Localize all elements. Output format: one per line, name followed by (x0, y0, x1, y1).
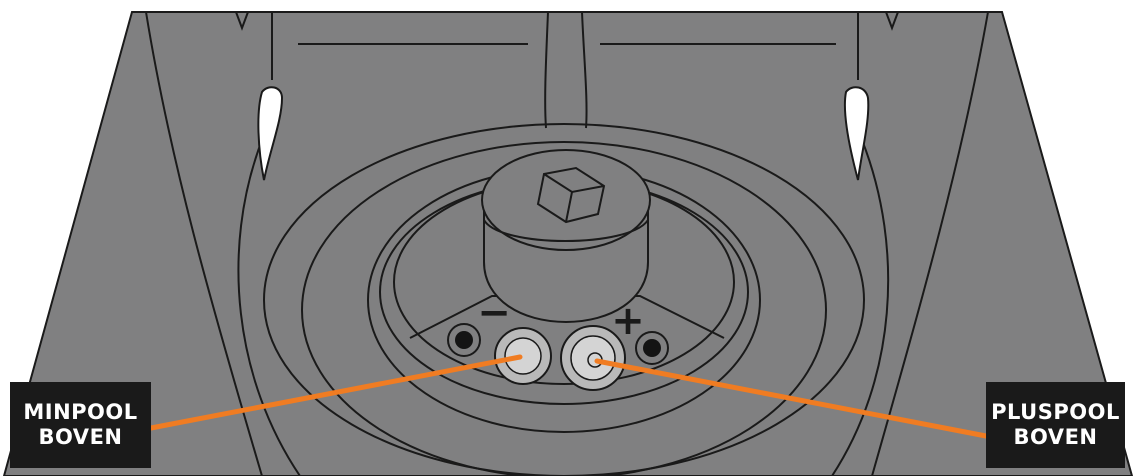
socket-right (635, 331, 669, 365)
top-notch-right (885, 11, 899, 31)
shell-contour-right-2 (831, 139, 890, 476)
socket-left (447, 323, 481, 357)
leader-line-plus (594, 358, 989, 439)
callout-min-line2: BOVEN (38, 425, 123, 449)
ring-outer (263, 123, 865, 476)
minus-terminal (494, 327, 552, 385)
callout-plus-line1: PLUSPOOL (991, 400, 1120, 424)
top-notch-left (235, 11, 249, 31)
callout-min-line1: MINPOOL (23, 400, 138, 424)
callout-minpool-boven: MINPOOL BOVEN (10, 382, 151, 468)
callout-plus-line2: BOVEN (1013, 425, 1098, 449)
ring-2 (301, 141, 827, 476)
leader-line-min (148, 354, 523, 431)
minus-sign: − (477, 290, 511, 336)
slot-left (257, 86, 284, 181)
shell-contour-right (871, 11, 989, 476)
shell-contour-left (145, 11, 263, 476)
center-stem (544, 11, 588, 129)
plus-sign: + (611, 298, 645, 344)
central-boss-lip (483, 219, 649, 242)
hex-socket-icon (536, 166, 606, 224)
callout-pluspool-boven: PLUSPOOL BOVEN (986, 382, 1125, 468)
slot-right (843, 86, 870, 181)
shell-contour-left-2 (237, 139, 301, 476)
plus-terminal (560, 325, 626, 391)
